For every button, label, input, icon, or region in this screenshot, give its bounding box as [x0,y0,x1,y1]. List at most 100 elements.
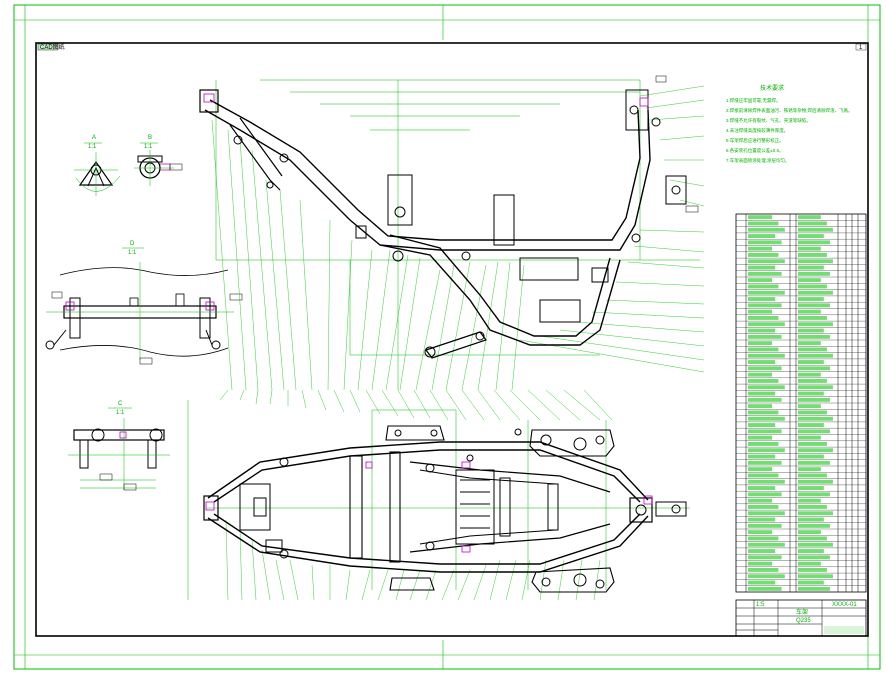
bom-cell-text [748,454,776,459]
view-d-letter: D [130,241,135,247]
bom-cell-text [798,448,833,453]
bom-cell-text [798,290,833,295]
bom-cell-text [798,586,830,591]
bom-cell-text [798,240,830,245]
bom-cell-text [798,278,821,283]
bom-cell-text [798,334,830,339]
corner-tag: CAD图纸 [37,43,65,51]
bom-cell-text [798,397,830,402]
bom-cell-text [748,328,776,333]
bom-cell-text [798,580,824,585]
bom-cell-text [748,467,772,472]
drawing-number: XXXX-01 [832,602,857,608]
bom-cell-text [748,561,772,566]
bom-cell-text [798,410,827,415]
bom-cell-text [798,505,827,509]
technical-notes: 技术要求 1.焊缝应牢固可靠,无漏焊。 2.焊接前清除焊件表面油污、铁锈等杂物,… [726,84,853,164]
bom-cell-text [748,574,785,579]
bom-cell-text [798,473,827,478]
bom-cell-text [748,404,772,409]
bom-cell-text [748,284,779,289]
bom-cell-text [748,265,776,270]
bom-cell-text [748,246,772,251]
bom-cell-text [798,523,830,528]
bom-cell-text [748,391,776,396]
bom-cell-text [748,429,782,434]
bom-cell-text [798,322,833,327]
bom-rows [736,215,866,591]
section-a-scale: 1:1 [88,144,97,150]
bom-cell-text [748,271,782,276]
bom-cell-text [798,303,830,308]
bom-cell-text [748,215,772,220]
bom-cell-text [798,353,833,358]
bom-cell-text [798,328,824,333]
section-b-view: B 1:1 [134,135,183,186]
bom-cell-text [748,297,776,301]
bom-cell-text [748,542,785,547]
bom-cell-text [798,284,827,289]
bom-cell-text [798,416,833,421]
view-d-scale: 1:1 [128,250,137,256]
bom-cell-text [748,360,776,364]
bom-cell-text [798,460,830,465]
bom-cell-text [748,568,779,572]
tech-note-line: 2.焊接前清除焊件表面油污、铁锈等杂物,焊后清除焊渣、飞溅。 [726,107,853,114]
bill-of-materials [735,213,867,593]
bom-cell-text [798,423,824,427]
bom-cell-text [798,561,821,566]
drawing-scale: 1:5 [756,602,765,608]
drawing-title: 车架 [796,608,808,616]
bom-cell-text [748,505,779,509]
bom-cell-text [798,486,824,490]
bom-cell-text [798,404,821,409]
bom-cell-text [798,454,824,459]
bom-cell-text [748,259,785,264]
bom-cell-text [748,498,772,503]
bom-cell-text [798,479,833,484]
bom-cell-text [748,580,776,585]
bom-cell-text [748,536,779,541]
page-mark-text: 1 [859,45,863,51]
bom-cell-text [798,246,821,251]
tech-note-line: 1.焊缝应牢固可靠,无漏焊。 [726,97,781,104]
bom-cell-text [798,429,830,434]
view-c-letter: C [118,401,123,407]
bom-cell-text [748,410,779,415]
bom-cell-text [748,549,776,553]
tech-note-line: 7.车架表面喷涂处理,涂层均匀。 [726,157,790,164]
page-mark: 1 [855,43,867,51]
bom-cell-text [748,517,776,522]
trim-border [13,4,881,670]
bom-cell-text [798,391,824,396]
bom-cell-text [798,574,833,579]
bom-cell-text [798,265,824,270]
bom-cell-text [748,442,779,446]
bom-cell-text [798,379,827,383]
bom-cell-text [748,423,776,427]
bom-cell-text [748,448,785,453]
tech-note-line: 4.未注焊缝高度按较薄件厚度。 [726,127,788,134]
bom-cell-text [798,435,821,440]
bom-cell-text [748,353,785,358]
bom-cell-text [748,366,782,371]
bom-cell-text [798,316,827,320]
bom-cell-text [748,511,785,516]
bom-cell-text [798,511,833,516]
bom-cell-text [748,379,779,383]
bom-cell-text [748,479,785,484]
bom-cell-text [748,227,785,232]
bom-cell-text [798,271,830,276]
bom-cell-text [798,492,830,497]
bom-cell-text [748,385,785,390]
bom-cell-text [798,498,821,503]
bom-cell-text [748,460,782,465]
bom-cell-text [748,309,772,314]
bom-cell-text [748,435,772,440]
bom-cell-text [748,397,782,402]
bom-cell-text [798,372,821,377]
tech-notes-title: 技术要求 [760,84,784,92]
tech-note-line: 3.焊缝不允许有裂纹、气孔、夹渣等缺陷。 [726,117,811,124]
view-c-scale: 1:1 [116,410,125,416]
